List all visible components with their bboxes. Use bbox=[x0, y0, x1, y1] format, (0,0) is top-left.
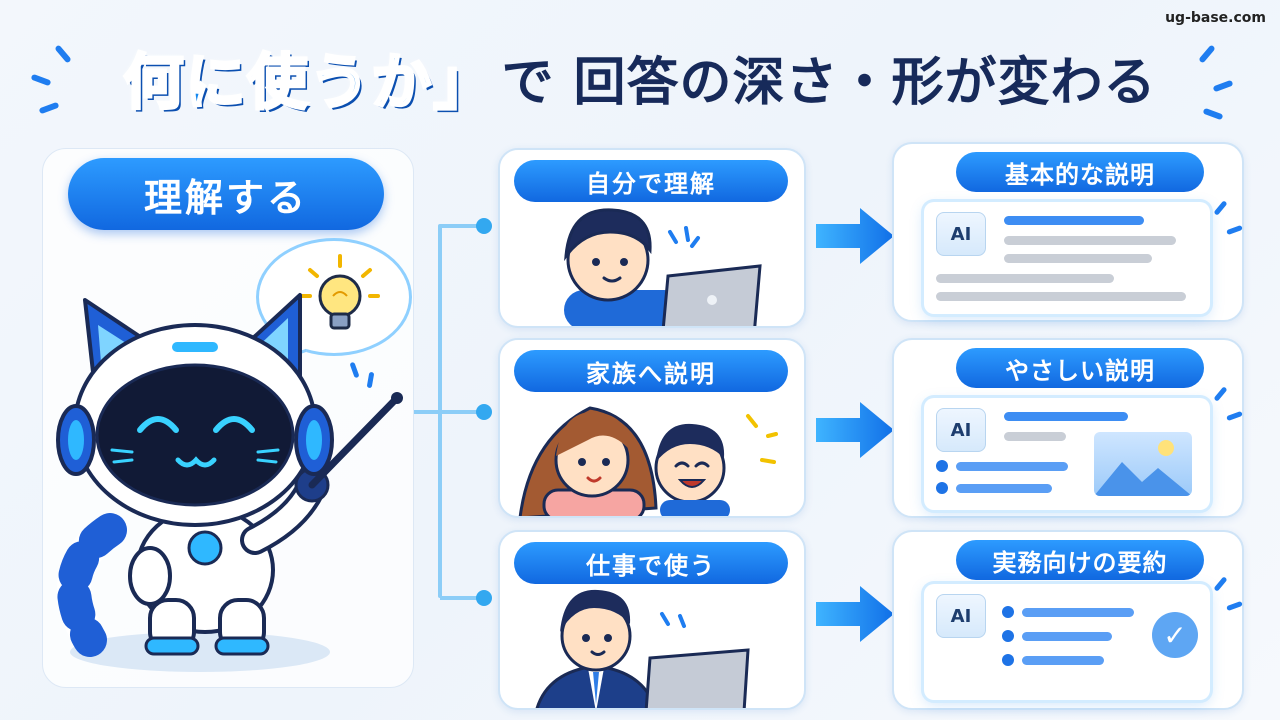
person-with-laptop-illustration bbox=[564, 208, 762, 326]
right-arrow-icon bbox=[816, 208, 894, 264]
text-line bbox=[1022, 656, 1104, 665]
headline-rest: で 回答の深さ・形が変わる bbox=[501, 52, 1157, 113]
text-line bbox=[936, 274, 1114, 283]
headline: 何に使うか」 で 回答の深さ・形が変わる bbox=[0, 22, 1280, 132]
document-preview: AI ✓ bbox=[924, 584, 1210, 700]
bullet-dot bbox=[1002, 606, 1014, 618]
right-arrow-icon bbox=[816, 402, 894, 458]
robot-cat-illustration bbox=[56, 293, 403, 672]
use-card-work: 仕事で使う bbox=[498, 530, 806, 710]
lightbulb-icon bbox=[300, 254, 380, 330]
mother-and-child-illustration bbox=[518, 406, 778, 516]
use-card-family: 家族へ説明 bbox=[498, 338, 806, 518]
result-card-basic: 基本的な説明 AI bbox=[892, 142, 1244, 322]
text-line bbox=[956, 484, 1052, 493]
use-pill-family: 家族へ説明 bbox=[514, 350, 788, 392]
text-line bbox=[1022, 608, 1134, 617]
text-line bbox=[1004, 216, 1144, 225]
checkmark-icon: ✓ bbox=[1152, 612, 1198, 658]
ai-badge: AI bbox=[936, 594, 986, 638]
text-line bbox=[1004, 236, 1176, 245]
use-pill-work: 仕事で使う bbox=[514, 542, 788, 584]
result-pill-easy: やさしい説明 bbox=[956, 348, 1204, 388]
headline-accent: 何に使うか」 bbox=[122, 46, 496, 119]
ai-badge: AI bbox=[936, 212, 986, 256]
text-line bbox=[956, 462, 1068, 471]
connector-bottom bbox=[440, 596, 484, 600]
text-line bbox=[1022, 632, 1112, 641]
connector-dot bbox=[476, 590, 492, 606]
use-pill-self: 自分で理解 bbox=[514, 160, 788, 202]
right-arrow-icon bbox=[816, 586, 894, 642]
document-preview: AI bbox=[924, 202, 1210, 314]
connector-top bbox=[440, 224, 484, 228]
result-pill-work: 実務向けの要約 bbox=[956, 540, 1204, 580]
connector-dot bbox=[476, 404, 492, 420]
bullet-dot bbox=[1002, 630, 1014, 642]
text-line bbox=[1004, 412, 1128, 421]
use-card-self: 自分で理解 bbox=[498, 148, 806, 328]
text-line bbox=[936, 292, 1186, 301]
connector-dot bbox=[476, 218, 492, 234]
result-card-easy: やさしい説明 AI bbox=[892, 338, 1244, 518]
businessman-with-laptop-illustration bbox=[535, 589, 750, 708]
text-line bbox=[1004, 432, 1066, 441]
site-mark: ug-base.com bbox=[1165, 10, 1266, 26]
connector-middle bbox=[414, 410, 484, 414]
bullet-dot bbox=[936, 482, 948, 494]
document-preview: AI bbox=[924, 398, 1210, 510]
text-line bbox=[1004, 254, 1152, 263]
image-icon bbox=[1094, 432, 1192, 496]
bullet-dot bbox=[936, 460, 948, 472]
bullet-dot bbox=[1002, 654, 1014, 666]
ai-badge: AI bbox=[936, 408, 986, 452]
goal-pill: 理解する bbox=[68, 158, 384, 230]
result-card-work: 実務向けの要約 AI ✓ bbox=[892, 530, 1244, 710]
result-pill-basic: 基本的な説明 bbox=[956, 152, 1204, 192]
